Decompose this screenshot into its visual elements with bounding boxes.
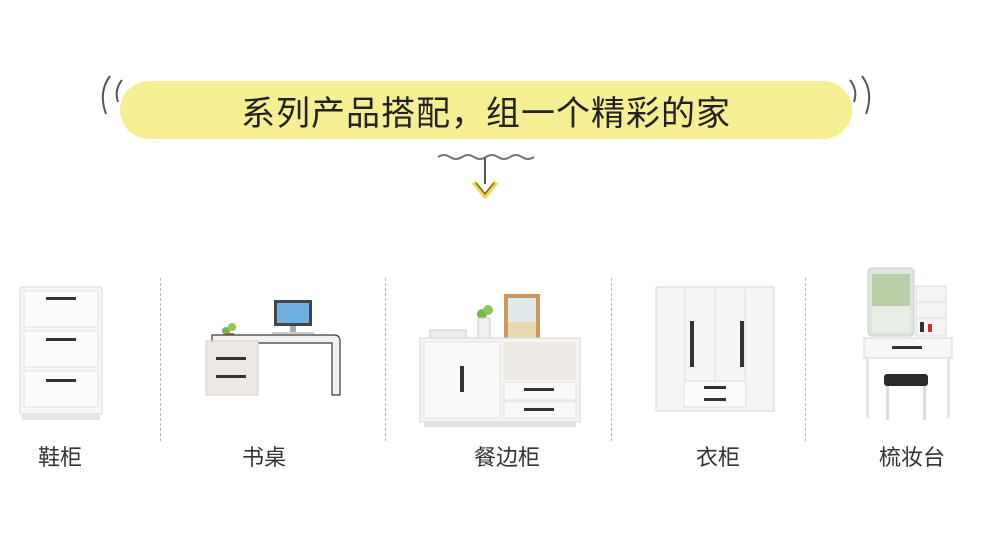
left-quote-icon	[101, 75, 123, 115]
divider	[385, 278, 386, 441]
down-arrow-icon	[437, 154, 535, 199]
label-dressing-table: 梳妆台	[878, 446, 945, 471]
label-shoe-cabinet: 鞋柜	[37, 446, 82, 471]
right-quote-icon	[849, 75, 871, 115]
shoe-cabinet-icon	[19, 286, 103, 420]
label-sideboard: 餐边柜	[473, 446, 540, 471]
sideboard-icon	[419, 294, 581, 427]
divider	[160, 278, 161, 441]
banner-title: 系列产品搭配，组一个精彩的家	[241, 93, 731, 134]
banner: 系列产品搭配，组一个精彩的家	[120, 81, 852, 139]
label-desk: 书桌	[241, 446, 286, 471]
dressing-table-icon	[863, 267, 953, 420]
wardrobe-icon	[655, 286, 775, 412]
divider	[611, 278, 612, 441]
desk-icon	[205, 300, 341, 396]
label-wardrobe: 衣柜	[695, 446, 740, 471]
divider	[805, 278, 806, 441]
